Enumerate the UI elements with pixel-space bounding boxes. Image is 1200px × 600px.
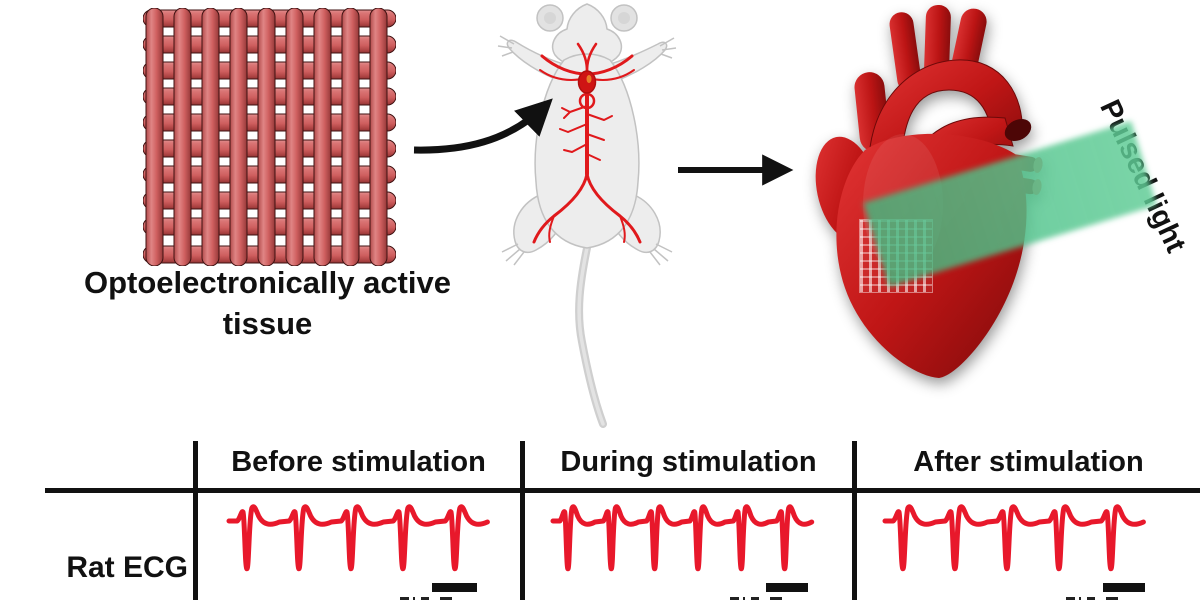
rat-right-foot xyxy=(649,243,673,266)
table-header-after: After stimulation xyxy=(913,446,1144,478)
rat-right-hand xyxy=(659,37,677,59)
tissue-label-line1: Optoelectronically active xyxy=(84,265,451,300)
scale-bar xyxy=(432,583,477,592)
right-arrow-icon xyxy=(678,154,794,186)
curved-arrow-icon xyxy=(413,98,553,154)
table-vertical-line-2 xyxy=(520,441,525,600)
tissue-label: Optoelectronically active tissue xyxy=(40,262,495,344)
cropped-scale-label xyxy=(400,597,466,600)
rat-vasculature xyxy=(532,42,642,244)
aorta-opening xyxy=(1004,118,1032,142)
table-row-label: Rat ECG xyxy=(66,551,188,584)
scale-bar xyxy=(766,583,808,592)
woven-mesh-illustration xyxy=(143,8,396,266)
table-vertical-line-1 xyxy=(193,441,198,600)
table-vertical-line-3 xyxy=(852,441,857,600)
cropped-scale-label xyxy=(1066,597,1132,600)
ecg-trace-during xyxy=(550,504,815,572)
ecg-trace-after xyxy=(882,504,1146,572)
table-horizontal-line xyxy=(45,488,1200,493)
rat-left-foot xyxy=(501,243,525,266)
rat-heart xyxy=(577,70,597,94)
rat-illustration xyxy=(497,3,677,428)
aorta-branch-1 xyxy=(889,12,922,92)
table-header-during: During stimulation xyxy=(560,446,817,478)
cropped-scale-label xyxy=(730,597,796,600)
tissue-label-line2: tissue xyxy=(222,306,313,341)
scale-bar xyxy=(1103,583,1145,592)
table-header-before: Before stimulation xyxy=(231,446,486,478)
rat-left-hand xyxy=(497,35,515,57)
ecg-trace-before xyxy=(226,504,490,572)
